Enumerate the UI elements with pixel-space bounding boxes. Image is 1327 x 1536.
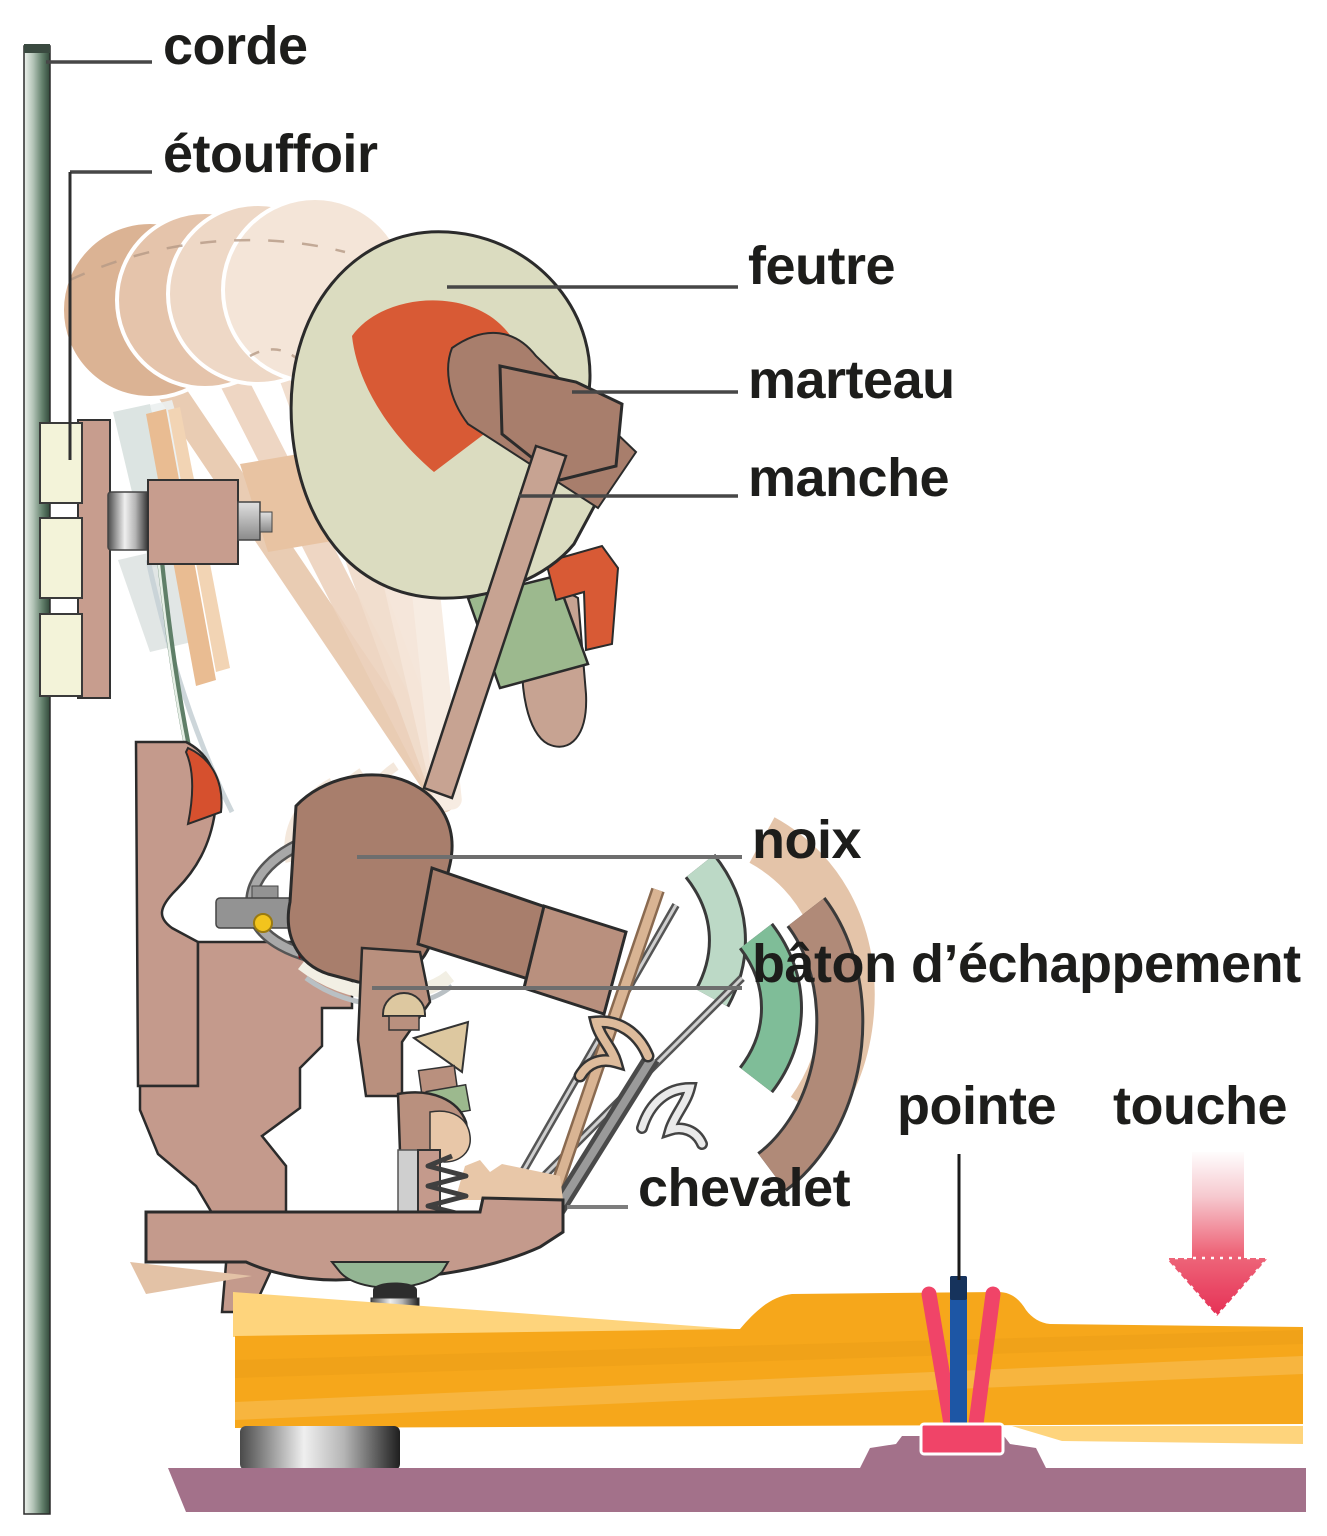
leader-lines xyxy=(46,60,961,1280)
string-corde xyxy=(23,44,51,1515)
label-noix: noix xyxy=(752,810,862,870)
balance-pin-pointe xyxy=(919,1276,1005,1456)
key-touche xyxy=(233,1292,1303,1470)
label-chevalet: chevalet xyxy=(638,1158,851,1218)
label-manche: manche xyxy=(748,448,950,508)
label-baton: bâton d’échappement xyxy=(752,934,1301,994)
action-wires xyxy=(498,887,745,1223)
backcheck-strips xyxy=(684,817,875,1192)
label-marteau: marteau xyxy=(748,350,955,410)
action-centre xyxy=(134,740,628,1314)
label-feutre: feutre xyxy=(748,236,896,296)
hammer-shank-manche xyxy=(422,444,568,800)
label-touche: touche xyxy=(1113,1076,1288,1136)
label-pointe: pointe xyxy=(897,1076,1056,1136)
label-etouffoir: étouffoir xyxy=(163,124,378,184)
label-corde: corde xyxy=(163,16,308,76)
key-press-arrow-icon xyxy=(1163,1152,1271,1318)
hammer-molding xyxy=(498,364,624,482)
hammer-marteau xyxy=(289,230,638,800)
